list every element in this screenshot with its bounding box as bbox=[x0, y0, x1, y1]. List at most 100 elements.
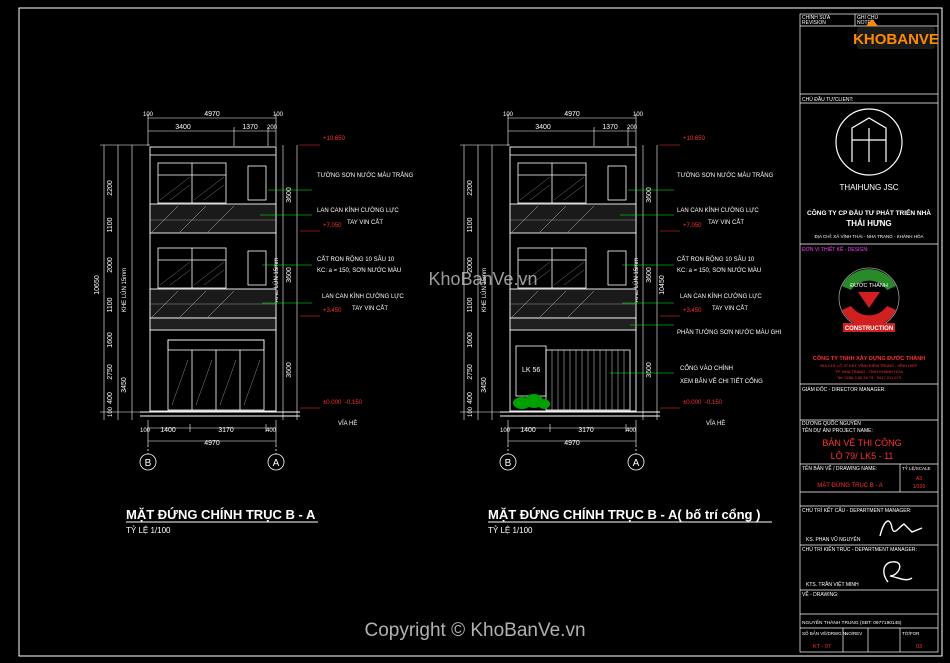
tb-note-label-2: NOTED bbox=[857, 20, 875, 26]
right-title: MẶT ĐỨNG CHÍNH TRỤC B - A( bố trí cổng ) bbox=[488, 507, 760, 522]
right-dim-r1: 3600 bbox=[646, 187, 653, 203]
left-dim-total-top: 4970 bbox=[204, 111, 220, 118]
left-axis-a: A bbox=[273, 458, 280, 469]
tb-project-2: LÔ 79/ LK5 - 11 bbox=[831, 451, 894, 461]
left-dim-v5: 1600 bbox=[107, 332, 114, 348]
tb-owner-label: CHỦ ĐẦU TƯ/CLIENT: bbox=[802, 96, 853, 103]
tb-dept-label: CHỦ TRÌ KẾT CẤU - DEPARTMENT MANAGER: bbox=[802, 507, 912, 514]
tb-scale-a: A3 bbox=[916, 476, 922, 482]
left-dim-1370: 1370 bbox=[242, 124, 258, 131]
left-dim-200: 200 bbox=[267, 125, 278, 131]
right-callout-5: KC: a = 150, SƠN NƯỚC MÀU bbox=[677, 267, 761, 274]
left-callout-1: TƯỜNG SƠN NƯỚC MÀU TRẮNG bbox=[317, 171, 414, 179]
right-dim-v9: 3450 bbox=[481, 377, 488, 393]
left-callout-3: TAY VIN CẮT bbox=[347, 218, 383, 226]
tb-scale-v: 1/100 bbox=[913, 484, 926, 490]
left-level-5: -0.150 bbox=[345, 400, 363, 406]
right-dim-total: 10450 bbox=[659, 275, 666, 295]
right-axis-a: A bbox=[633, 458, 640, 469]
tb-owner-name-2: THÁI HƯNG bbox=[846, 219, 891, 228]
left-dim-v2: 1100 bbox=[107, 217, 114, 232]
tb-sheet-name: MẶT ĐỨNG TRỤC B - A bbox=[817, 482, 883, 489]
right-dim-v3: 2000 bbox=[467, 257, 474, 273]
sheet-frame bbox=[18, 7, 943, 657]
tb-owner-name-1: CÔNG TY CP ĐẦU TƯ PHÁT TRIỂN NHÀ bbox=[807, 207, 931, 217]
right-dim-b5: 100 bbox=[500, 428, 511, 434]
right-dim-r2: 3600 bbox=[646, 267, 653, 283]
left-title: MẶT ĐỨNG CHÍNH TRỤC B - A bbox=[126, 507, 316, 522]
right-dim-b3: 400 bbox=[626, 428, 637, 434]
tb-project-label: TÊN DỰ ÁN/ PROJECT NAME: bbox=[802, 426, 873, 434]
tb-rev-label: CHỈNH SỬA bbox=[802, 14, 831, 21]
tb-design-logo-bottom: CONSTRUCTION bbox=[845, 326, 893, 332]
left-dim-v3: 2000 bbox=[107, 257, 114, 273]
tb-rev-no-label: NO/REV bbox=[845, 631, 862, 636]
tb-project-1: BẢN VẼ THI CÔNG bbox=[822, 437, 901, 448]
copyright-text: Copyright © KhoBanVe.vn bbox=[364, 620, 585, 641]
right-level-2: +7.050 bbox=[683, 223, 702, 229]
elevation-right: 4970 3400 1370 200 100 100 2200 1100 200… bbox=[460, 111, 782, 535]
right-dim-200: 200 bbox=[627, 125, 638, 131]
tb-design-line-3: Tel: 0258 3 80 28 79 - 0917 011 073 bbox=[837, 375, 902, 380]
right-level-1: +10.650 bbox=[683, 136, 706, 142]
title-block bbox=[799, 13, 939, 653]
left-level-4: ±0.000 bbox=[323, 400, 342, 406]
right-level-3: +3.450 bbox=[683, 308, 702, 314]
right-callout-6: LAN CAN KÍNH CƯỜNG LỰC bbox=[680, 293, 762, 300]
khobanve-logo: KHOBANVE bbox=[853, 19, 939, 49]
right-callout-9: CỔNG VÀO CHÍNH bbox=[680, 365, 733, 372]
left-dim-total: 10650 bbox=[94, 275, 101, 295]
right-level-5: -0.150 bbox=[705, 400, 723, 406]
tb-design-logo-top: ĐƯỚC THÀNH bbox=[850, 282, 888, 289]
right-levels: +10.650 +7.050 +3.450 ±0.000 -0.150 bbox=[660, 136, 723, 409]
tb-director-label: GIÁM ĐỐC - DIRECTOR MANAGER: bbox=[802, 386, 886, 393]
tb-design-line-1: ĐỊA CHỈ: LÔ 37 KĐT VĨNH ĐIỀM TRUNG - VĨN… bbox=[820, 363, 918, 368]
right-callout-10: XEM BẢN VẼ CHI TIẾT CỔNG bbox=[680, 378, 763, 385]
left-level-3: +3.450 bbox=[323, 308, 342, 314]
right-khe-lun: KHE LÚN 15mm bbox=[481, 268, 488, 312]
left-dim-100a: 100 bbox=[143, 112, 154, 118]
left-building bbox=[149, 146, 277, 412]
left-dim-v1: 2200 bbox=[107, 180, 114, 196]
right-dim-3400: 3400 bbox=[535, 124, 551, 131]
elevation-left: 4970 3400 1370 200 100 100 2200 1100 200… bbox=[94, 111, 414, 535]
left-khe-lun: KHE LÚN 15mm bbox=[121, 268, 128, 312]
left-dim-v6: 2750 bbox=[107, 364, 114, 380]
tb-owner-address: ĐỊA CHỈ: XÃ VĨNH THÁI - NHA TRANG - KHÁN… bbox=[814, 233, 923, 239]
right-callout-2: LAN CAN KÍNH CƯỜNG LỰC bbox=[677, 207, 759, 214]
left-dim-b2: 3170 bbox=[218, 427, 234, 434]
left-via-he: VỈA HÈ bbox=[338, 420, 357, 427]
right-dim-total-top: 4970 bbox=[564, 111, 580, 118]
right-dim-b4: 4970 bbox=[564, 440, 580, 447]
tb-rev-label-2: REVISION bbox=[802, 20, 826, 26]
left-dim-3400: 3400 bbox=[175, 124, 191, 131]
signature-2 bbox=[883, 561, 913, 583]
tb-owner-brand: THAIHUNG JSC bbox=[839, 183, 898, 192]
right-axis-b: B bbox=[505, 458, 512, 469]
right-dim-v8: 100 bbox=[468, 406, 474, 417]
left-dim-v4: 1100 bbox=[107, 297, 114, 312]
left-dim-b1: 1400 bbox=[160, 427, 176, 434]
khobanve-logo-text: KHOBANVE bbox=[853, 31, 939, 48]
tb-drawn-name: NGUYỄN THÀNH TRUNG (SĐT: 0977190145) bbox=[802, 619, 902, 626]
right-callout-7: TAY VIN CẮT bbox=[712, 304, 748, 312]
right-dim-100a: 100 bbox=[503, 112, 514, 118]
left-khe-lun-r: KHE LÚN 15mm bbox=[273, 258, 280, 302]
thaihung-logo bbox=[835, 108, 903, 176]
right-dim-v4: 1100 bbox=[467, 297, 474, 312]
tb-page-label: TỜ/FOR bbox=[902, 630, 920, 636]
duocthanh-logo bbox=[838, 267, 900, 332]
right-scale: TỶ LỆ 1/100 bbox=[488, 526, 533, 535]
right-dim-b2: 3170 bbox=[578, 427, 594, 434]
left-axis-b: B bbox=[145, 458, 152, 469]
left-callout-7: TAY VIN CẮT bbox=[352, 304, 388, 312]
tb-no-value: KT - 07 bbox=[813, 644, 831, 650]
right-dim-v2: 1100 bbox=[467, 217, 474, 232]
tb-design-line-2: TP. NHA TRANG - TỈNH KHÁNH HÒA bbox=[835, 369, 903, 374]
right-house-label: LK 56 bbox=[522, 367, 540, 374]
left-dim-v8: 100 bbox=[108, 406, 114, 417]
right-callout-4: CẮT RON RỘNG 10 SÂU 10 bbox=[677, 255, 755, 263]
watermark-center: KhoBanVe.vn bbox=[428, 269, 537, 289]
right-dim-r3: 3600 bbox=[646, 362, 653, 378]
